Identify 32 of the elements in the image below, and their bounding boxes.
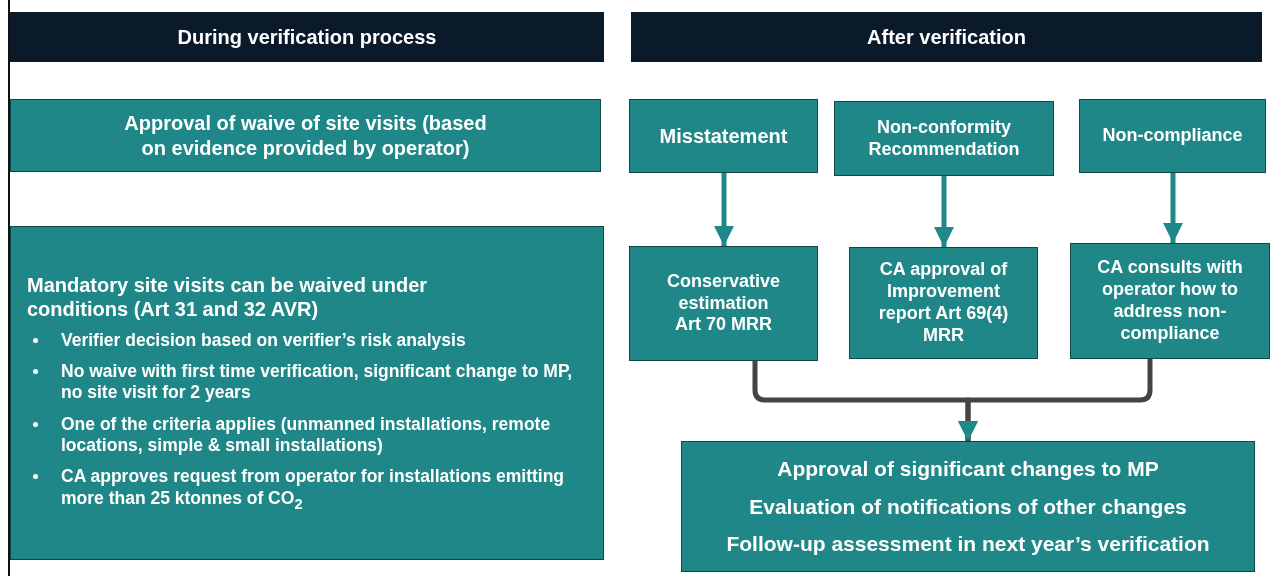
process-box <box>849 247 1038 359</box>
bullet-text: CA approves request from operator for installations emitting more than 25 ktonnes of CO$_{2}$ <box>61 466 566 514</box>
box-text: Non-conformity Recommendation <box>867 116 1021 161</box>
outcome-box <box>681 441 1255 572</box>
section-header <box>10 12 604 62</box>
section-header <box>631 12 1262 62</box>
header-text: After verification <box>867 24 1026 50</box>
box-text: Follow-up assessment in next year’s verification <box>726 531 1210 557</box>
bullet-text: No waive with first time verification, significant change to MP, no site visit for 2 years <box>61 361 574 404</box>
bullet-text: One of the criteria applies (unmanned installations, remote locations, simple & small installations) <box>61 413 552 457</box>
arrow <box>1163 173 1183 243</box>
box-text: Conservative estimation Art 70 MRR <box>666 270 781 337</box>
arrow <box>934 176 954 247</box>
box-heading: Mandatory site visits can be waived under conditions (Art 31 and 32 AVR) <box>27 272 429 322</box>
process-box <box>629 246 818 361</box>
process-box <box>1070 243 1270 359</box>
box-text: Misstatement <box>659 123 788 149</box>
category-box <box>1079 99 1266 173</box>
box-text: CA consults with operator how to address non-compliance <box>1096 257 1244 345</box>
category-box <box>629 99 818 173</box>
box-text: CA approval of Improvement report Art 69(4) MRR <box>877 259 1010 347</box>
box-text: Evaluation of notifications of other changes <box>749 493 1187 520</box>
box-text: Approval of waive of site visits (based on evidence provided by operator) <box>123 111 488 160</box>
box-text: Non-compliance <box>1102 125 1243 147</box>
category-box <box>834 101 1054 176</box>
box-text: Approval of significant changes to MP <box>777 456 1159 482</box>
arrow <box>714 173 734 246</box>
process-box <box>10 99 601 172</box>
info-box <box>10 226 604 560</box>
header-text: During verification process <box>177 24 437 50</box>
merge-connector <box>958 359 1153 441</box>
bullet-text: Verifier decision based on verifier’s risk analysis <box>61 329 466 352</box>
